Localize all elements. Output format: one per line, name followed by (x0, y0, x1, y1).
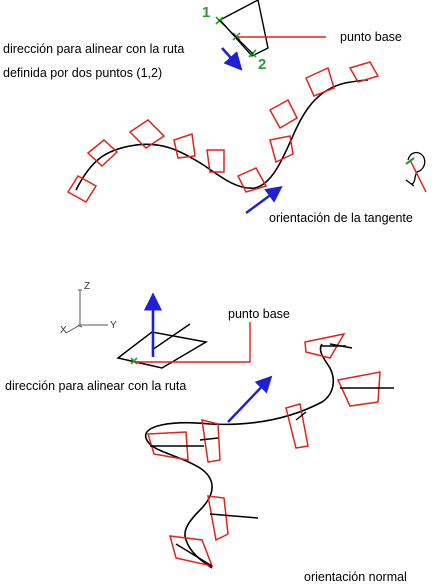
base-profile (116, 331, 209, 369)
axis-y-label: Y (110, 320, 117, 331)
bottom-diagram: Z Y X punto base dirección para alinear … (5, 281, 407, 584)
base-point-marker (130, 357, 138, 365)
profile (236, 167, 268, 193)
direction-label-line2: definida por dos puntos (1,2) (3, 66, 162, 80)
normal-profiles (147, 332, 381, 568)
profile (285, 403, 309, 449)
sweep-path (75, 79, 369, 191)
profile (207, 495, 229, 542)
profile (201, 419, 221, 463)
profile (206, 149, 225, 173)
direction-label-line1: dirección para alinear con la ruta (3, 42, 184, 56)
tangent-profiles (66, 61, 380, 204)
profile (269, 135, 294, 164)
direction-arrow (221, 47, 243, 71)
base-point-label: punto base (228, 307, 290, 321)
normal-label: orientación normal (304, 570, 407, 584)
profile (86, 139, 119, 168)
profile (173, 133, 196, 159)
profile (304, 332, 346, 359)
profile (268, 98, 298, 130)
base-point-leader (134, 322, 251, 363)
point-2-label: 2 (258, 56, 266, 73)
top-diagram: 1 2 punto base dirección para alinear co… (3, 0, 427, 225)
base-point-label: punto base (340, 30, 402, 44)
point-mid-marker (232, 32, 241, 41)
alignment-line (218, 19, 254, 55)
profile (147, 431, 189, 461)
profile (128, 119, 166, 149)
sweep-path (144, 343, 335, 569)
reference-profile (218, 0, 269, 57)
ucs-icon (405, 151, 427, 193)
profile (348, 61, 380, 83)
tangent-arrow (245, 186, 283, 214)
tangent-label: orientación de la tangente (269, 211, 413, 225)
normal-lines (150, 343, 394, 567)
profile (305, 66, 335, 97)
profile (66, 174, 98, 204)
direction-label: dirección para alinear con la ruta (5, 379, 186, 393)
axis-x-label: X (60, 325, 67, 336)
axes-icon (65, 289, 108, 334)
point-1-label: 1 (202, 4, 210, 21)
axis-z-label: Z (84, 281, 90, 292)
profile (336, 371, 381, 407)
base-profile-edge (151, 323, 191, 351)
direction-arrow (227, 375, 273, 423)
